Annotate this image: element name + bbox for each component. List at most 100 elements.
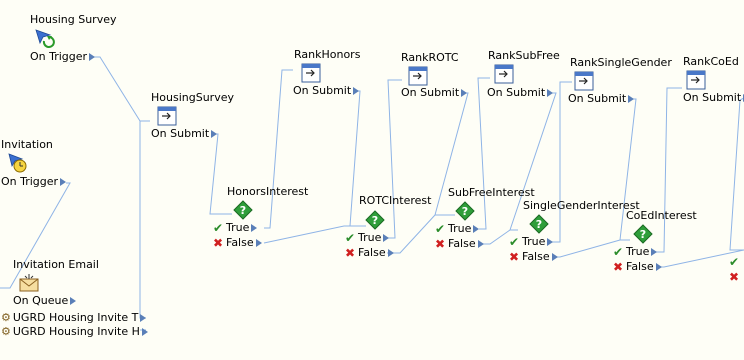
port-on-submit[interactable]: On Submit: [683, 91, 744, 105]
port-on-submit[interactable]: On Submit: [568, 92, 635, 106]
connector: [656, 87, 682, 253]
port-true[interactable]: ✔True: [344, 231, 390, 245]
cross-icon: ✖: [508, 250, 520, 264]
port-label: False: [448, 237, 476, 250]
connector: [552, 81, 572, 243]
envelope-icon[interactable]: [19, 273, 39, 293]
source-label: UGRD Housing Invite H: [12, 325, 140, 338]
port-on-trigger[interactable]: On Trigger: [30, 50, 96, 64]
check-icon: ✔: [344, 231, 356, 245]
connector: [139, 121, 146, 319]
port-label: On Submit: [568, 92, 627, 105]
offscreen-true-mark: ✔: [728, 255, 742, 269]
port-arrow-icon: [547, 238, 554, 246]
port-label: False: [626, 260, 654, 273]
cross-icon: ✖: [212, 236, 224, 250]
port-label: True: [358, 231, 382, 244]
port-arrow-icon: [628, 95, 635, 103]
survey-form-icon[interactable]: [408, 66, 428, 86]
port-true[interactable]: ✔True: [612, 245, 658, 259]
node-title: RankCoEd: [683, 55, 739, 68]
port-on-queue[interactable]: On Queue: [13, 294, 77, 308]
port-false[interactable]: ✖False: [212, 236, 262, 250]
port-arrow-icon: [547, 89, 554, 97]
port-on-trigger[interactable]: On Trigger: [1, 175, 67, 189]
svg-text:?: ?: [640, 228, 646, 241]
check-icon: ✔: [434, 222, 446, 236]
port-arrow-icon: [140, 314, 147, 322]
decision-diamond-icon[interactable]: ?: [529, 214, 549, 234]
port-false[interactable]: ✖False: [612, 260, 662, 274]
check-icon: ✔: [612, 245, 624, 259]
decision-diamond-icon[interactable]: ?: [365, 210, 385, 230]
port-label: On Submit: [487, 86, 546, 99]
port-arrow-icon: [477, 240, 484, 248]
cross-icon: ✖: [434, 237, 446, 251]
port-true[interactable]: ✔True: [508, 235, 554, 249]
decision-diamond-icon[interactable]: ?: [455, 201, 475, 221]
port-arrow-icon: [473, 225, 480, 233]
survey-form-icon[interactable]: [157, 106, 177, 126]
survey-form-icon[interactable]: [686, 70, 706, 90]
svg-text:?: ?: [372, 214, 378, 227]
source-ugrd-housing-invite-t[interactable]: ⚙UGRD Housing Invite T: [1, 311, 147, 325]
decision-diamond-icon[interactable]: ?: [633, 224, 653, 244]
link-gear-icon: ⚙: [1, 325, 11, 338]
port-true[interactable]: ✔True: [212, 221, 258, 235]
port-arrow-icon: [70, 297, 77, 305]
connector: [479, 229, 511, 245]
check-icon: ✔: [728, 255, 740, 269]
node-title: CoEdInterest: [626, 209, 697, 222]
survey-trigger-icon[interactable]: [35, 28, 55, 48]
port-label: False: [522, 250, 550, 263]
node-title: SubFreeInterest: [448, 186, 535, 199]
port-label: On Trigger: [1, 175, 59, 188]
survey-form-icon[interactable]: [494, 64, 514, 84]
port-label: On Queue: [13, 294, 69, 307]
port-arrow-icon: [353, 87, 360, 95]
port-arrow-icon: [251, 224, 258, 232]
svg-text:?: ?: [536, 218, 542, 231]
scheduled-trigger-icon[interactable]: [8, 153, 28, 173]
connector: [92, 56, 141, 122]
source-label: UGRD Housing Invite T: [12, 311, 139, 324]
decision-diamond-icon[interactable]: ?: [233, 200, 253, 220]
port-false[interactable]: ✖False: [344, 246, 394, 260]
node-title: RankSingleGender: [570, 56, 672, 69]
node-title: HonorsInterest: [227, 185, 309, 198]
port-false[interactable]: ✖False: [508, 250, 558, 264]
port-arrow-icon: [651, 248, 658, 256]
survey-form-icon[interactable]: [574, 71, 594, 91]
node-title: ROTCInterest: [359, 194, 432, 207]
port-on-submit[interactable]: On Submit: [401, 86, 468, 100]
port-label: False: [358, 246, 386, 259]
port-false[interactable]: ✖False: [434, 237, 484, 251]
port-arrow-icon: [383, 234, 390, 242]
source-ugrd-housing-invite-h[interactable]: ⚙UGRD Housing Invite H: [1, 325, 148, 339]
port-arrow-icon: [551, 253, 558, 261]
node-title: RankHonors: [294, 48, 361, 61]
connector: [387, 79, 402, 239]
port-true[interactable]: ✔True: [434, 222, 480, 236]
port-label: True: [522, 235, 546, 248]
node-title: HousingSurvey: [151, 91, 234, 104]
port-on-submit[interactable]: On Submit: [487, 86, 554, 100]
node-title: Invitation: [1, 138, 53, 151]
cross-icon: ✖: [612, 260, 624, 274]
port-label: On Submit: [401, 86, 460, 99]
check-icon: ✔: [508, 235, 520, 249]
port-arrow-icon: [655, 263, 662, 271]
node-title: Housing Survey: [30, 13, 117, 26]
port-on-submit[interactable]: On Submit: [151, 127, 218, 141]
node-title: SingleGenderInterest: [523, 199, 640, 212]
port-label: True: [448, 222, 472, 235]
node-title: RankROTC: [401, 51, 459, 64]
port-label: False: [226, 236, 254, 249]
svg-text:?: ?: [240, 204, 246, 217]
port-on-submit[interactable]: On Submit: [293, 84, 360, 98]
survey-form-icon[interactable]: [301, 63, 321, 83]
check-icon: ✔: [212, 221, 224, 235]
port-arrow-icon: [211, 130, 218, 138]
